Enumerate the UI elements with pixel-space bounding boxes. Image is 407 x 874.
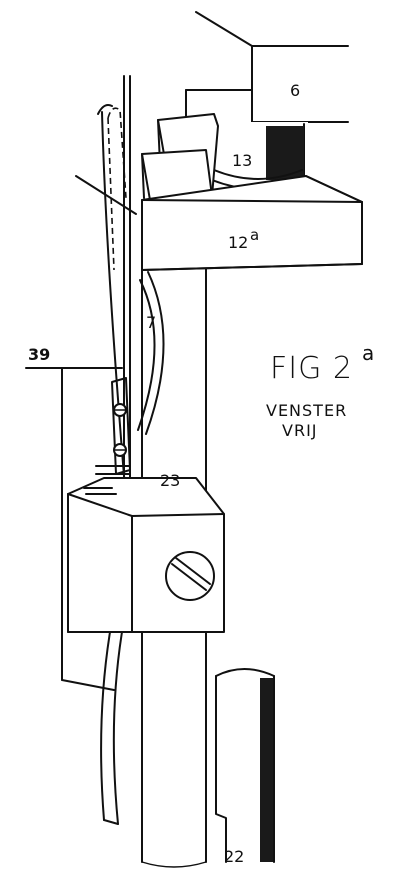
figure-caption-line1: VENSTER [266, 401, 347, 420]
leaf-spring-7 [137, 271, 165, 435]
label-12a-superscript: a [250, 226, 259, 244]
leader-39 [25, 367, 123, 691]
figure-title-superscript: a [362, 341, 374, 365]
label-13: 13 [232, 151, 252, 170]
wedge-piece [141, 113, 219, 201]
figure-title: FIG 2 [270, 351, 353, 386]
label-7: 7 [146, 313, 156, 332]
figure-caption-line2: VRIJ [282, 421, 318, 440]
plate-12a [141, 175, 363, 271]
bracket-with-screws [95, 377, 131, 475]
rod-22 [215, 668, 275, 863]
label-6: 6 [290, 81, 300, 100]
label-12a: 12 [228, 233, 248, 252]
cylinder-13 [211, 122, 308, 190]
lower-strip [100, 631, 123, 825]
clamp-block [67, 477, 225, 633]
label-39: 39 [28, 345, 50, 364]
label-22: 22 [224, 847, 244, 866]
block-6 [185, 11, 349, 123]
label-23: 23 [160, 471, 180, 490]
